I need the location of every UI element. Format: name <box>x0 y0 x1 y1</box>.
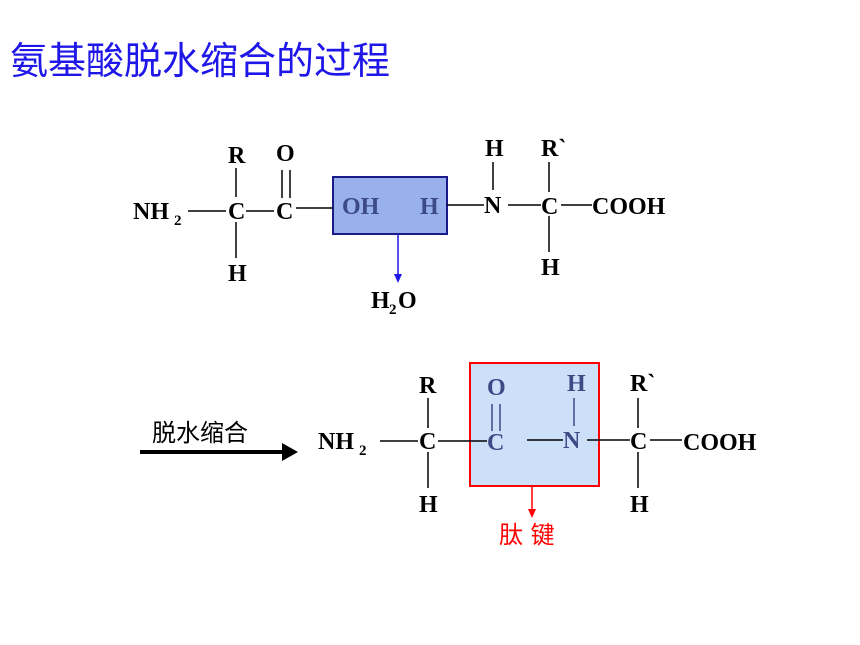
product-r-group-1: R <box>419 373 437 399</box>
carbonyl-carbon: C <box>276 199 293 225</box>
product-structure: NH 2 C R H C O N H C R` H COOH <box>318 362 757 518</box>
nitrogen-atom: N <box>484 193 502 219</box>
water-subscript: 2 <box>389 302 397 318</box>
alpha-carbon-2: C <box>541 194 558 220</box>
product-h-below-1: H <box>419 492 438 518</box>
reaction-arrow <box>140 443 298 461</box>
amine-h-top: H <box>485 136 504 162</box>
product-amine-h: H <box>567 371 586 397</box>
reaction-label: 脱水缩合 <box>152 419 248 447</box>
water-molecule: H 2 O <box>371 288 417 318</box>
product-alpha-carbon-2: C <box>630 429 647 455</box>
carboxyl-group: COOH <box>592 194 666 220</box>
product-amino-group: NH <box>318 429 354 455</box>
water-o: O <box>398 288 417 314</box>
amino-group-label: NH <box>133 199 169 225</box>
carbonyl-oxygen: O <box>276 141 295 167</box>
peptide-bond-arrow <box>528 486 536 518</box>
h-below-2: H <box>541 255 560 281</box>
h-below-1: H <box>228 261 247 287</box>
product-amino-subscript: 2 <box>359 443 367 459</box>
peptide-bond-label: 肽 键 <box>499 521 555 549</box>
r-group-2: R` <box>541 136 566 162</box>
alpha-carbon-1: C <box>228 199 245 225</box>
product-nitrogen: N <box>563 428 581 454</box>
product-carboxyl-group: COOH <box>683 430 757 456</box>
r-group-1: R <box>228 143 246 169</box>
page-title: 氨基酸脱水缩合的过程 <box>10 39 391 83</box>
removed-hydrogen: H <box>420 194 439 220</box>
amino-subscript: 2 <box>174 213 182 229</box>
reactants-structure: NH 2 C R H C O OH H N H C R` H COOH <box>133 136 666 287</box>
product-carbonyl-carbon: C <box>487 430 504 456</box>
product-carbonyl-oxygen: O <box>487 375 506 401</box>
hydroxyl-label: OH <box>342 194 380 220</box>
product-alpha-carbon-1: C <box>419 429 436 455</box>
product-r-group-2: R` <box>630 371 655 397</box>
water-release-arrow <box>394 234 402 283</box>
product-h-below-2: H <box>630 492 649 518</box>
water-h: H <box>371 288 390 314</box>
hydroxyl-hydrogen-highlight <box>332 176 448 235</box>
